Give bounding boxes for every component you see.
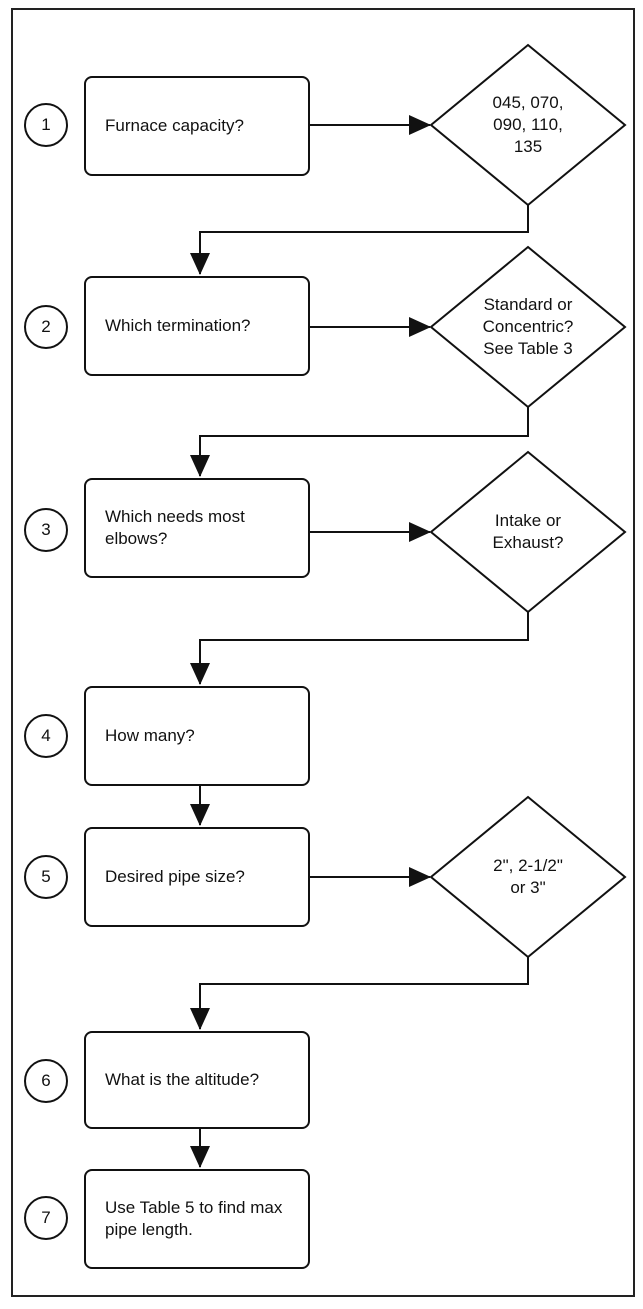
step-number-6: 6 — [24, 1059, 68, 1103]
question-text-2: Which termination? — [105, 316, 251, 335]
question-text-5: Desired pipe size? — [105, 867, 245, 886]
connector-diamond3-to-step4 — [190, 612, 529, 685]
decision-text-3: Intake or Exhaust? — [492, 511, 564, 552]
question-box-1: Furnace capacity? — [84, 76, 310, 176]
question-box-6: What is the altitude? — [84, 1031, 310, 1129]
connector-diamond5-to-step6 — [190, 957, 529, 1030]
decision-text-2: Standard or Concentric? See Table 3 — [482, 295, 574, 358]
connector-diamond1-to-step2 — [190, 205, 529, 275]
question-box-7: Use Table 5 to find max pipe length. — [84, 1169, 310, 1269]
step-number-4: 4 — [24, 714, 68, 758]
step-number-5: 5 — [24, 855, 68, 899]
decision-text-1: 045, 070, 090, 110, 135 — [492, 93, 564, 156]
question-text-4: How many? — [105, 726, 195, 745]
question-text-1: Furnace capacity? — [105, 116, 244, 135]
question-text-7: Use Table 5 to find max pipe length. — [105, 1198, 283, 1239]
question-box-4: How many? — [84, 686, 310, 786]
step-number-3: 3 — [24, 508, 68, 552]
step-number-2: 2 — [24, 305, 68, 349]
question-box-2: Which termination? — [84, 276, 310, 376]
step-number-7: 7 — [24, 1196, 68, 1240]
connector-diamond2-to-step3 — [190, 407, 529, 477]
question-box-5: Desired pipe size? — [84, 827, 310, 927]
diagram-frame — [11, 8, 635, 1297]
question-box-3: Which needs most elbows? — [84, 478, 310, 578]
question-text-3: Which needs most elbows? — [105, 507, 245, 548]
step-number-1: 1 — [24, 103, 68, 147]
question-text-6: What is the altitude? — [105, 1070, 260, 1089]
decision-text-5: 2", 2-1/2" or 3" — [493, 856, 563, 897]
